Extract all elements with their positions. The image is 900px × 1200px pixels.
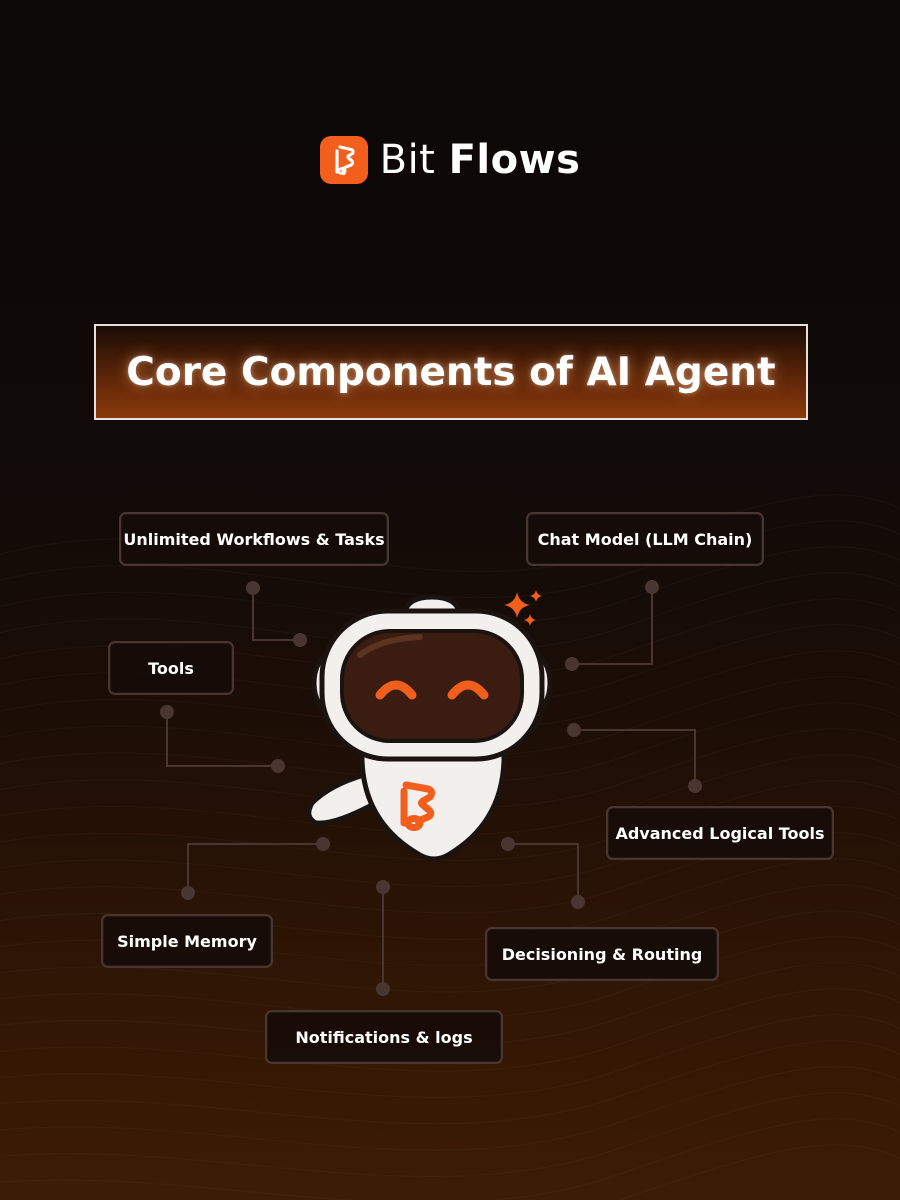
connector-dot [316, 837, 330, 851]
connector-dot [567, 723, 581, 737]
brand-name-bold: Flows [448, 137, 581, 183]
connector-chat-model [572, 587, 653, 665]
connector-dot [293, 633, 307, 647]
connector-dot [571, 895, 585, 909]
component-label-advanced-logic: Advanced Logical Tools [606, 806, 834, 860]
brand-name-light: Bit [379, 137, 436, 183]
connector-tools [166, 712, 278, 767]
connector-dot [645, 580, 659, 594]
chest-logo-icon [400, 781, 436, 831]
bitflows-logo-icon [319, 136, 368, 184]
connector-advanced-logic [574, 729, 696, 786]
connector-dot [501, 837, 515, 851]
robot-visor [340, 629, 524, 743]
robot-eye-right [447, 680, 489, 700]
component-label-workflows: Unlimited Workflows & Tasks [119, 512, 389, 566]
robot-body [359, 748, 507, 862]
connector-dot [271, 759, 285, 773]
component-label-notifications: Notifications & logs [265, 1010, 503, 1064]
connector-dot [246, 581, 260, 595]
connector-memory [187, 843, 323, 893]
component-label-decisioning: Decisioning & Routing [485, 927, 719, 981]
robot-arm-left [306, 772, 375, 826]
connector-decisioning [508, 843, 579, 902]
sparkle-icon [504, 590, 542, 626]
connector-dot [688, 779, 702, 793]
connector-dot [160, 705, 174, 719]
component-label-chat-model: Chat Model (LLM Chain) [526, 512, 764, 566]
brand-name: Bit Flows [380, 137, 581, 183]
connector-dot [565, 657, 579, 671]
connector-dot [376, 880, 390, 894]
connector-workflows [252, 588, 300, 641]
brand-header: Bit Flows [0, 135, 900, 185]
page-title: Core Components of AI Agent [126, 349, 776, 395]
connector-dot [376, 982, 390, 996]
robot-eye-left [375, 680, 417, 700]
title-banner: Core Components of AI Agent [94, 324, 808, 420]
component-label-tools: Tools [108, 641, 234, 695]
component-label-memory: Simple Memory [101, 914, 273, 968]
connector-dot [181, 886, 195, 900]
robot-mascot [306, 594, 553, 862]
